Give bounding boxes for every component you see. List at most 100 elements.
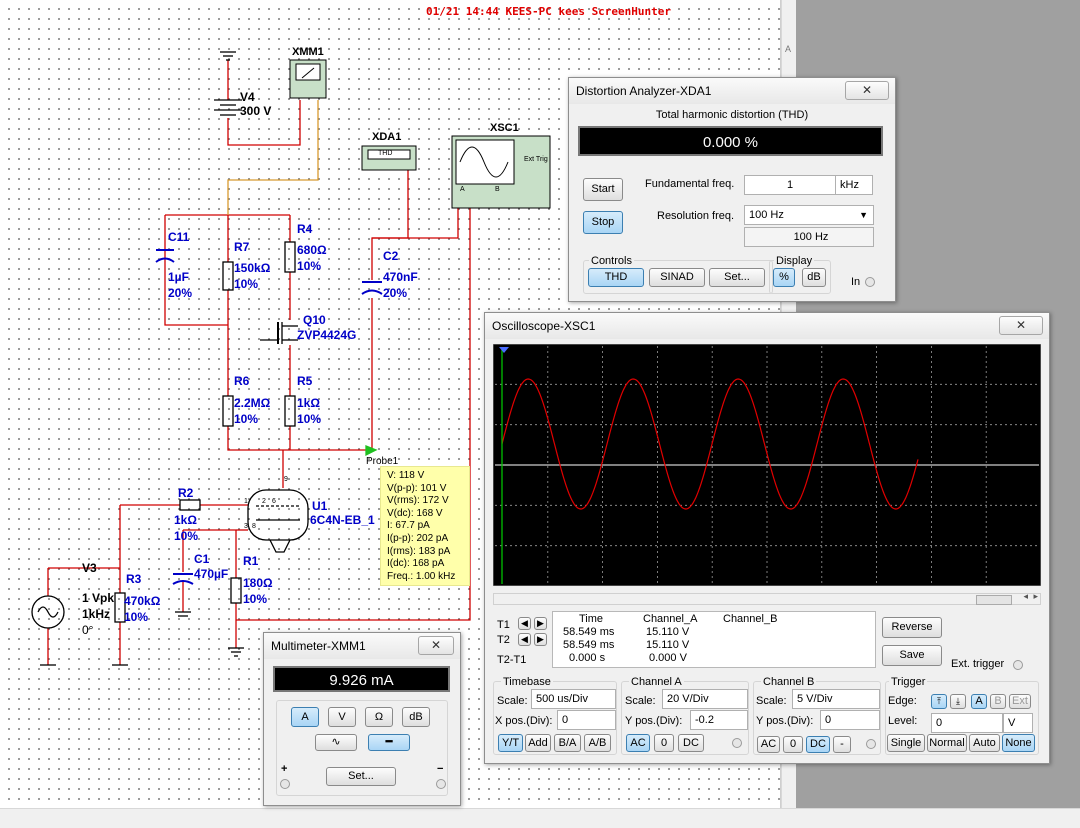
xsc1-a-label: A: [460, 186, 465, 193]
stop-button[interactable]: Stop: [583, 211, 623, 234]
thd-display: 0.000 %: [578, 126, 883, 156]
channel-a-terminal-icon[interactable]: [732, 738, 742, 748]
channel-b-scale-input[interactable]: 5 V/Div: [792, 689, 880, 709]
channel-b-zero-button[interactable]: 0: [783, 736, 803, 753]
dc-mode-icon[interactable]: ━: [368, 734, 410, 751]
oscilloscope-titlebar[interactable]: Oscilloscope-XSC1 ✕: [485, 313, 1049, 339]
ac-mode-icon[interactable]: ∿: [315, 734, 357, 751]
t2-right-arrow-icon[interactable]: ▶: [534, 633, 547, 646]
none-button[interactable]: None: [1002, 734, 1035, 752]
v3-name: V3: [82, 561, 97, 575]
timebase-xpos-label: X pos.(Div):: [495, 715, 553, 727]
reverse-button[interactable]: Reverse: [882, 617, 942, 638]
scroll-right-icon[interactable]: ▸: [1033, 591, 1038, 601]
set-button[interactable]: Set...: [709, 268, 765, 287]
chevron-down-icon[interactable]: ▼: [859, 210, 868, 220]
r5-tolerance: 10%: [297, 412, 322, 426]
r5-name: R5: [297, 374, 313, 388]
channel-b-dc-button[interactable]: DC: [806, 736, 830, 753]
trigger-ext-button[interactable]: Ext: [1009, 694, 1031, 709]
v3-phase: 0°: [82, 623, 94, 637]
channel-a-ac-button[interactable]: AC: [626, 734, 650, 752]
multimeter-set-button[interactable]: Set...: [326, 767, 396, 786]
t2-left-arrow-icon[interactable]: ◀: [518, 633, 531, 646]
close-icon[interactable]: ✕: [845, 81, 889, 100]
resolution-freq-value: 100 Hz: [749, 209, 784, 221]
t2-label: T2: [497, 634, 510, 646]
fundamental-freq-unit[interactable]: kHz: [835, 175, 873, 195]
scrollbar-thumb[interactable]: [976, 595, 1012, 605]
save-button[interactable]: Save: [882, 645, 942, 666]
probe-line: Freq.: 1.00 kHz: [387, 570, 456, 582]
input-terminal-icon[interactable]: [865, 277, 875, 287]
ohmmeter-button[interactable]: Ω: [365, 707, 393, 727]
close-icon[interactable]: ✕: [999, 316, 1043, 335]
ext-trigger-terminal-icon[interactable]: [1013, 660, 1023, 670]
scroll-left-icon[interactable]: ◂: [1023, 591, 1028, 601]
channel-b-ac-button[interactable]: AC: [757, 736, 780, 753]
channel-b-minus-button[interactable]: -: [833, 736, 851, 753]
distortion-titlebar[interactable]: Distortion Analyzer-XDA1 ✕: [569, 78, 895, 104]
r3-name: R3: [126, 572, 142, 586]
channel-a-zero-button[interactable]: 0: [654, 734, 674, 752]
trigger-a-button[interactable]: A: [971, 694, 987, 709]
add-button[interactable]: Add: [525, 734, 551, 752]
percent-button[interactable]: %: [773, 268, 795, 287]
t1-right-arrow-icon[interactable]: ▶: [534, 617, 547, 630]
timebase-scale-input[interactable]: 500 us/Div: [531, 689, 616, 709]
minus-terminal-icon[interactable]: [436, 779, 446, 789]
probe-line: I(dc): 168 pA: [387, 558, 445, 570]
q10-name: Q10: [303, 313, 326, 327]
channel-a-dc-button[interactable]: DC: [678, 734, 704, 752]
falling-edge-icon[interactable]: ⤓: [950, 694, 966, 709]
horizontal-scrollbar[interactable]: [0, 808, 1080, 828]
channel-b-terminal-icon[interactable]: [866, 739, 876, 749]
fundamental-freq-input[interactable]: 1: [744, 175, 836, 195]
normal-button[interactable]: Normal: [927, 734, 967, 752]
screenshot-caption: 01/21 14:44 KEES-PC kees ScreenHunter: [426, 5, 672, 18]
ab-button[interactable]: A/B: [584, 734, 611, 752]
oscilloscope-window[interactable]: Oscilloscope-XSC1 ✕ ◂ ▸ T1 T2 T2-T1 ◀ ▶ …: [484, 312, 1050, 764]
r7-value: 150kΩ: [234, 261, 271, 275]
decibel-button[interactable]: dB: [402, 707, 430, 727]
channel-a-ypos-input[interactable]: -0.2: [690, 710, 748, 730]
start-button[interactable]: Start: [583, 178, 623, 201]
plus-terminal-icon[interactable]: [280, 779, 290, 789]
thd-button[interactable]: THD: [588, 268, 644, 287]
multimeter-window[interactable]: Multimeter-XMM1 ✕ 9.926 mA A V Ω dB ∿ ━ …: [263, 632, 461, 806]
sinad-button[interactable]: SINAD: [649, 268, 705, 287]
close-icon[interactable]: ✕: [418, 636, 454, 655]
ba-button[interactable]: B/A: [554, 734, 581, 752]
timebase-xpos-input[interactable]: 0: [557, 710, 616, 730]
row-t1-cha: 15.110 V: [646, 626, 690, 638]
scope-screen[interactable]: [493, 344, 1041, 586]
channel-a-scale-label: Scale:: [625, 695, 656, 707]
yt-button[interactable]: Y/T: [498, 734, 523, 752]
cursor-handle-icon[interactable]: [499, 347, 509, 353]
r1-tolerance: 10%: [243, 592, 268, 606]
resolution-freq-select[interactable]: 100 Hz ▼: [744, 205, 874, 225]
timebase-label: Timebase: [501, 676, 553, 688]
row-diff-cha: 0.000 V: [649, 652, 687, 664]
c11-value: 1µF: [168, 270, 189, 284]
db-button[interactable]: dB: [802, 268, 826, 287]
distortion-analyzer-window[interactable]: Distortion Analyzer-XDA1 ✕ Total harmoni…: [568, 77, 896, 302]
r4-tolerance: 10%: [297, 259, 322, 273]
scope-scrollbar[interactable]: ◂ ▸: [493, 591, 1041, 605]
scroll-up-icon[interactable]: A: [785, 44, 792, 54]
auto-button[interactable]: Auto: [969, 734, 1000, 752]
v3-frequency: 1kHz: [82, 607, 111, 621]
ammeter-button[interactable]: A: [291, 707, 319, 727]
voltmeter-button[interactable]: V: [328, 707, 356, 727]
multimeter-titlebar[interactable]: Multimeter-XMM1 ✕: [264, 633, 460, 659]
probe-name: Probe1: [366, 456, 399, 467]
c1-value: 470µF: [194, 567, 229, 581]
level-input[interactable]: 0: [931, 713, 1003, 733]
t1-left-arrow-icon[interactable]: ◀: [518, 617, 531, 630]
single-button[interactable]: Single: [887, 734, 925, 752]
channel-b-ypos-input[interactable]: 0: [820, 710, 880, 730]
trigger-b-button[interactable]: B: [990, 694, 1006, 709]
channel-a-scale-input[interactable]: 20 V/Div: [662, 689, 748, 709]
level-unit[interactable]: V: [1003, 713, 1033, 733]
rising-edge-icon[interactable]: ⤒: [931, 694, 947, 709]
